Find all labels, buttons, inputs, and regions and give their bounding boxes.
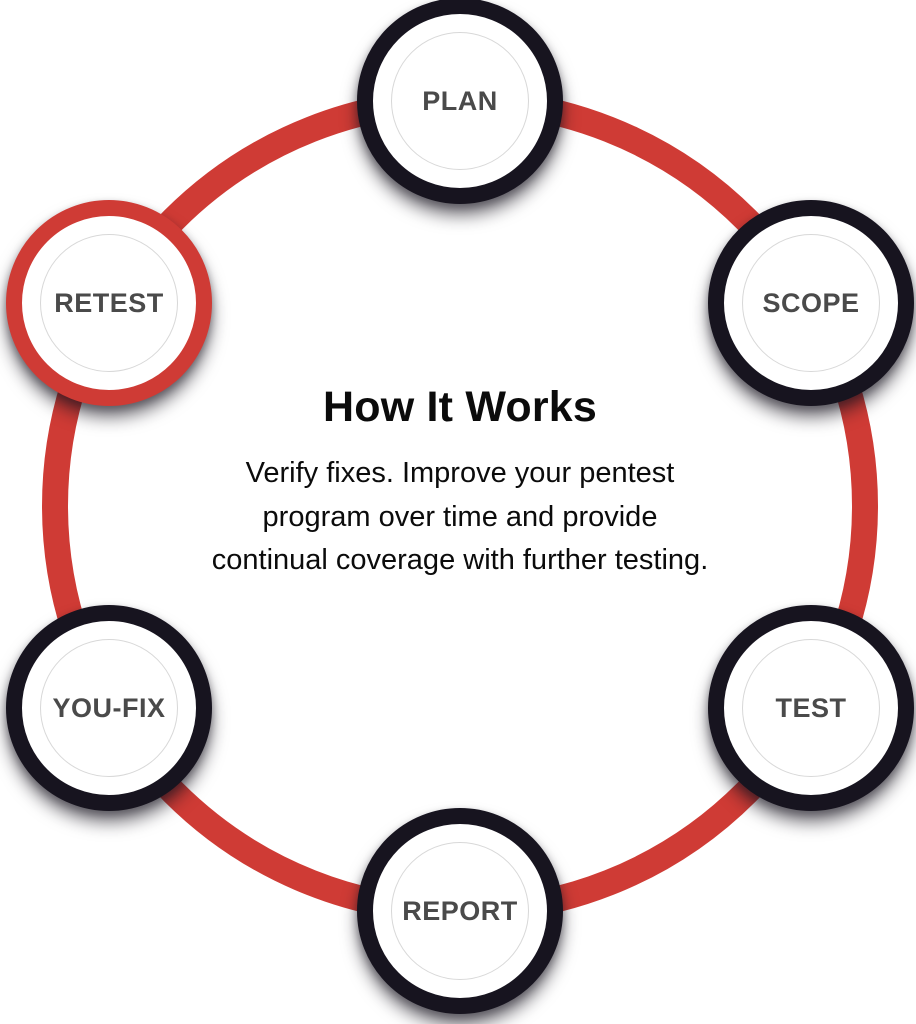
node-you-fix-label: YOU-FIX [52,692,166,723]
node-report-label: REPORT [402,895,518,926]
node-scope: SCOPE [708,200,914,406]
node-test-label: TEST [775,692,847,723]
node-test: TEST [708,605,914,811]
node-retest-highlighted: RETEST [6,200,212,406]
diagram-title: How It Works [323,383,597,431]
node-plan: PLAN [357,0,563,204]
node-report: REPORT [357,808,563,1014]
diagram-description: Verify fixes. Improve your pentest progr… [211,457,709,576]
node-scope-label: SCOPE [762,287,860,318]
center-text-block: How It Works Verify fixes. Improve your … [140,383,780,583]
node-you-fix: YOU-FIX [6,605,212,811]
node-plan-label: PLAN [422,85,498,116]
node-retest-label: RETEST [54,287,164,318]
